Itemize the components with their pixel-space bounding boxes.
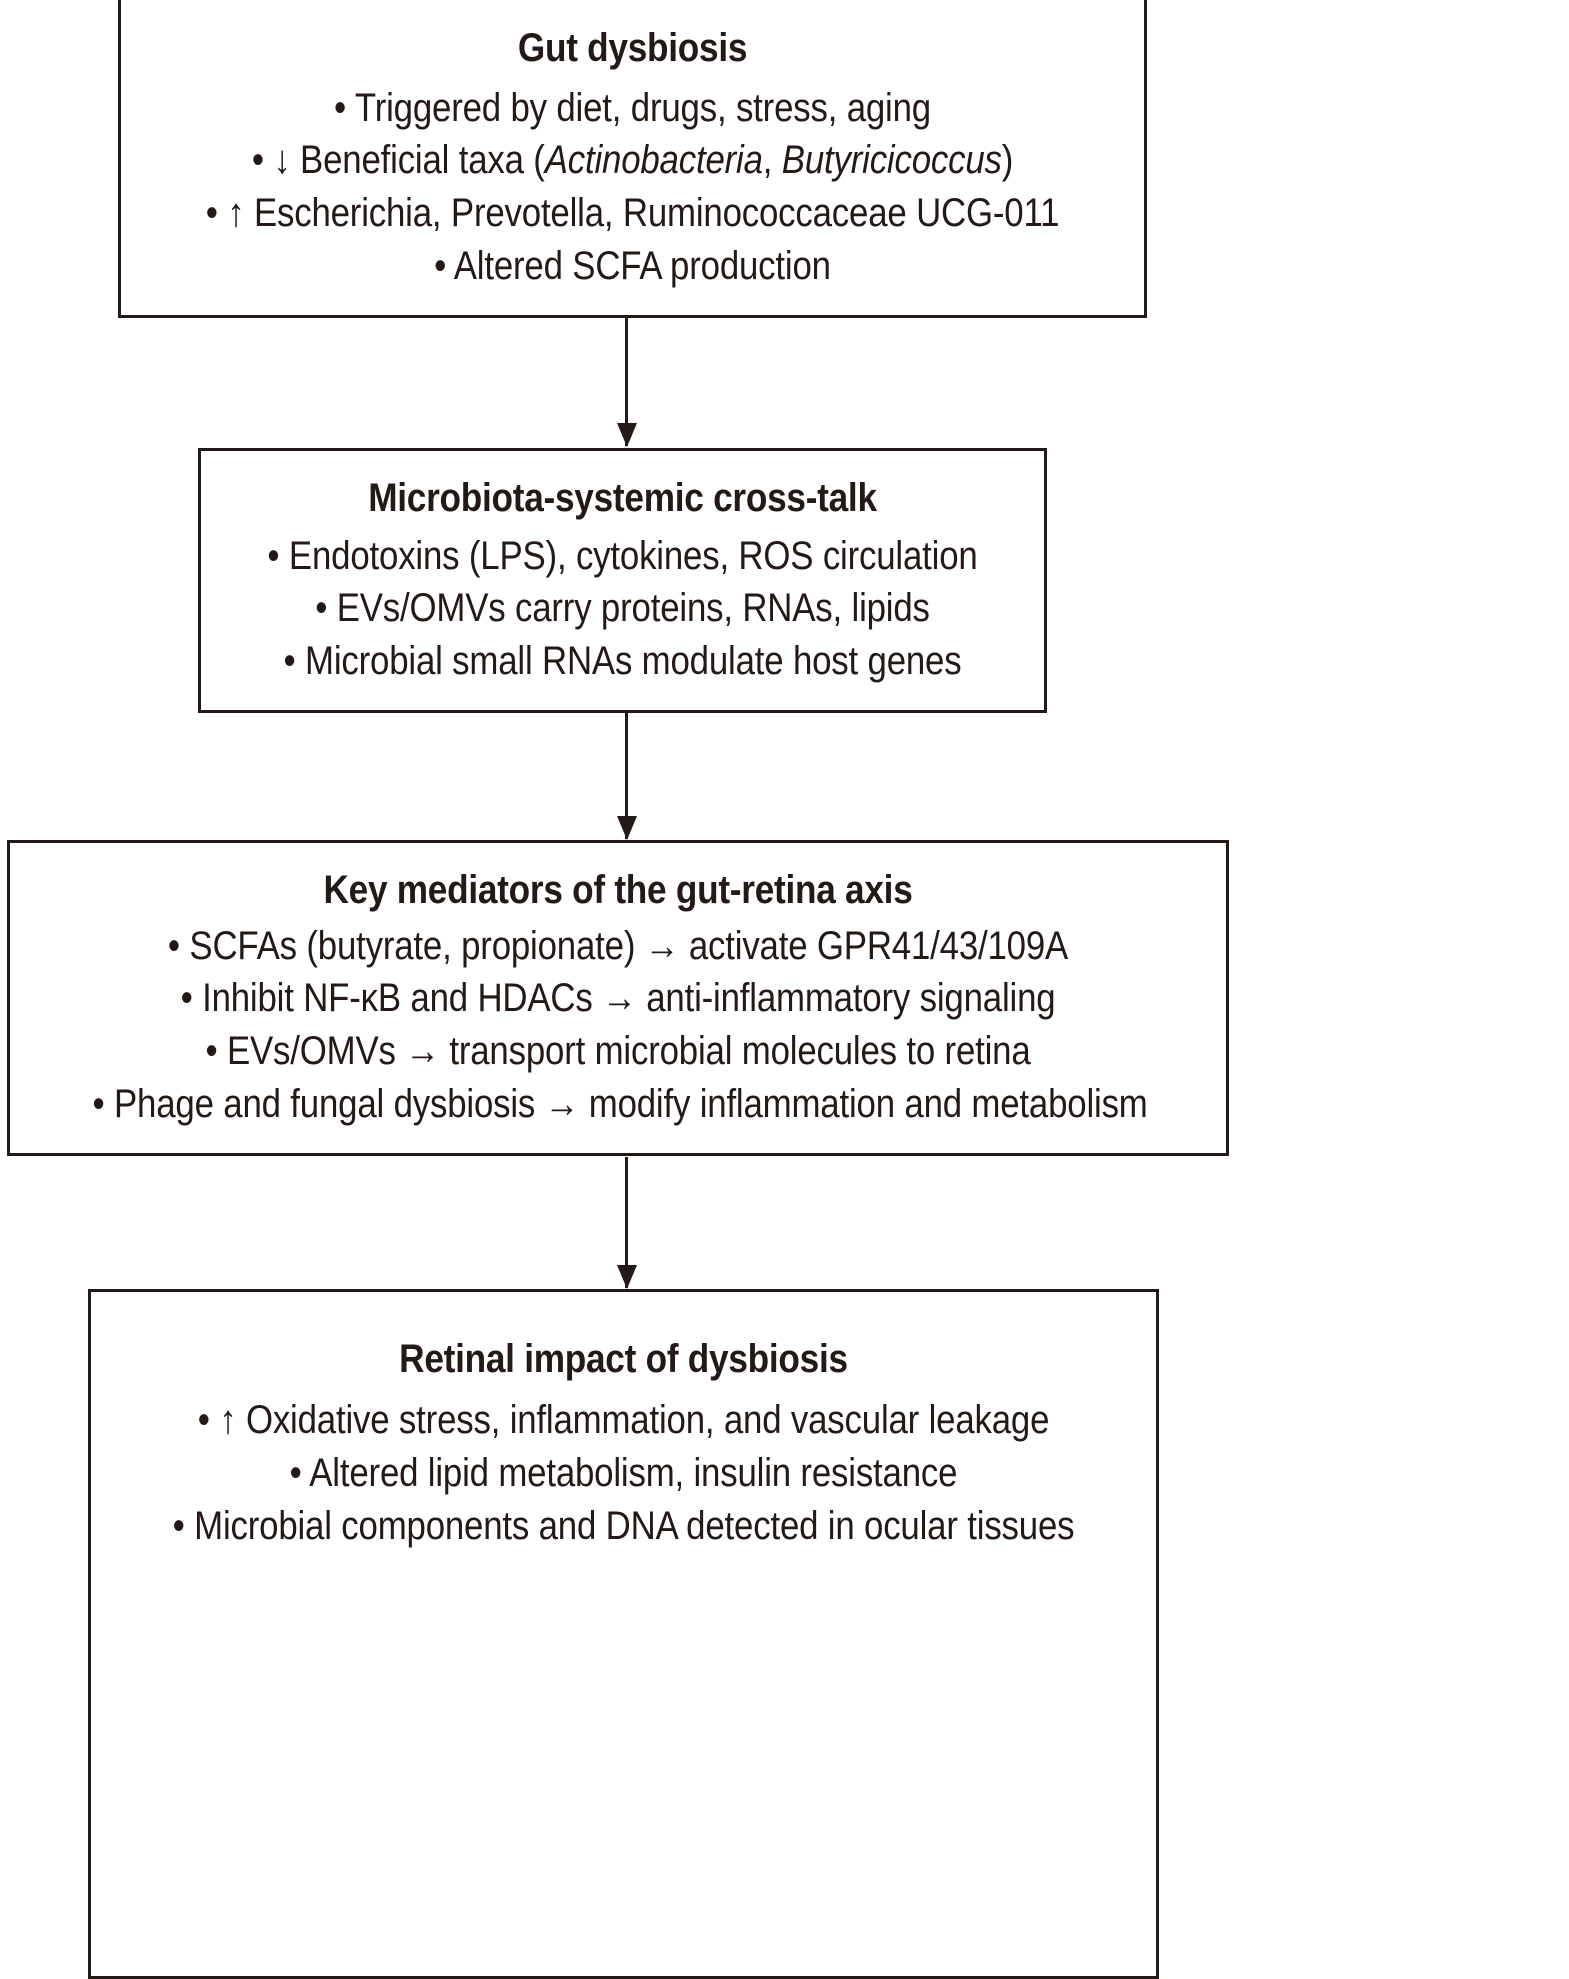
node-bullet-evs-omvs-carry: • EVs/OMVs carry proteins, RNAs, lipids (315, 586, 930, 631)
node-title-key-mediators: Key mediators of the gut-retina axis (323, 868, 913, 913)
bullet-text-comma: , (762, 138, 782, 183)
arrow-mediators-to-retinal (625, 1157, 628, 1288)
node-bullet-evs-transport: • EVs/OMVs → transport microbial molecul… (205, 1029, 1031, 1074)
arrow-gut-to-crosstalk (625, 318, 628, 446)
flowchart-node-gut-dysbiosis: Gut dysbiosis • Triggered by diet, drugs… (118, 0, 1147, 318)
taxon-butyricicoccus: Butyricicoccus (781, 138, 1002, 183)
node-title-retinal-impact: Retinal impact of dysbiosis (399, 1337, 848, 1381)
flowchart-node-retinal-impact: Retinal impact of dysbiosis • ↑ Oxidativ… (88, 1289, 1159, 1979)
node-bullet-scfas-gpr: • SCFAs (butyrate, propionate) → activat… (167, 923, 1069, 968)
taxon-actinobacteria: Actinobacteria (544, 138, 763, 183)
node-bullet-altered-scfa: • Altered SCFA production (434, 243, 831, 288)
node-bullet-inhibit-nfkb: • Inhibit NF-κB and HDACs → anti-inflamm… (180, 976, 1056, 1021)
node-title-gut-dysbiosis: Gut dysbiosis (517, 26, 748, 71)
node-bullet-beneficial-taxa: • ↓ Beneficial taxa (Actinobacteria, But… (193, 134, 1073, 187)
bullet-text-suffix: ) (1001, 138, 1014, 183)
flowchart-node-key-mediators: Key mediators of the gut-retina axis • S… (7, 840, 1229, 1156)
arrow-crosstalk-to-mediators (625, 713, 628, 839)
node-bullet-phage-fungal: • Phage and fungal dysbiosis → modify in… (92, 1081, 1148, 1126)
node-bullet-microbial-dna: • Microbial components and DNA detected … (172, 1503, 1075, 1548)
node-bullet-small-rnas: • Microbial small RNAs modulate host gen… (283, 639, 962, 684)
bullet-text-prefix: • ↓ Beneficial taxa ( (251, 138, 545, 183)
node-title-cross-talk: Microbiota-systemic cross-talk (368, 476, 877, 521)
flowchart-node-cross-talk: Microbiota-systemic cross-talk • Endotox… (198, 448, 1047, 713)
node-bullet-oxidative-stress: • ↑ Oxidative stress, inflammation, and … (197, 1398, 1050, 1443)
node-bullet-increased-taxa: • ↑ Escherichia, Prevotella, Ruminococca… (205, 191, 1060, 236)
node-bullet-triggered-by: • Triggered by diet, drugs, stress, agin… (334, 85, 931, 130)
node-bullet-endotoxins: • Endotoxins (LPS), cytokines, ROS circu… (267, 533, 978, 578)
node-bullet-lipid-metabolism: • Altered lipid metabolism, insulin resi… (289, 1451, 958, 1496)
